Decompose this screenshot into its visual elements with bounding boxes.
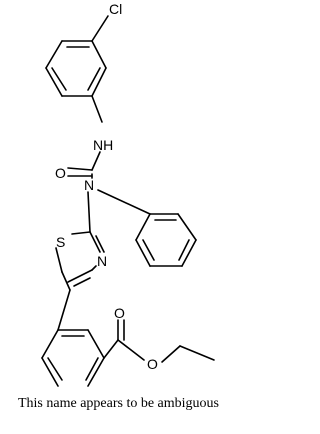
bond-ring-ester-c	[103, 339, 119, 359]
bond-ch2-ch3	[179, 345, 215, 361]
benzoate-ring	[41, 329, 105, 387]
bond-ring-nh	[91, 95, 103, 123]
atom-amide-nh: NH	[93, 137, 113, 153]
phenyl-ring	[135, 213, 197, 267]
atom-thiazole-nitrogen: N	[97, 253, 107, 269]
bond-thiazole-benzoate	[57, 289, 71, 331]
thiazole-ring	[55, 231, 105, 291]
atom-carbonyl-oxygen: O	[55, 165, 66, 181]
atom-urea-nitrogen: N	[84, 177, 94, 193]
bond-n-phenyl	[97, 189, 151, 215]
ambiguous-name-caption: This name appears to be ambiguous	[17, 396, 219, 411]
atom-chlorine: Cl	[109, 1, 122, 17]
bond-n-thiazole	[87, 191, 91, 233]
bond-c-cl	[91, 15, 109, 42]
bond-o-ch2	[161, 345, 181, 363]
bond-nh-c	[91, 151, 101, 171]
atom-ester-carbonyl-oxygen: O	[114, 305, 125, 321]
atom-ester-oxygen: O	[147, 356, 158, 372]
bond-c-o-double-a	[67, 167, 93, 171]
chlorophenyl-ring	[45, 40, 107, 97]
bond-ester-c-o	[117, 339, 145, 361]
atom-thiazole-sulfur: S	[56, 234, 65, 250]
molecule-structure: Cl NH O N S N O O	[41, 1, 215, 387]
